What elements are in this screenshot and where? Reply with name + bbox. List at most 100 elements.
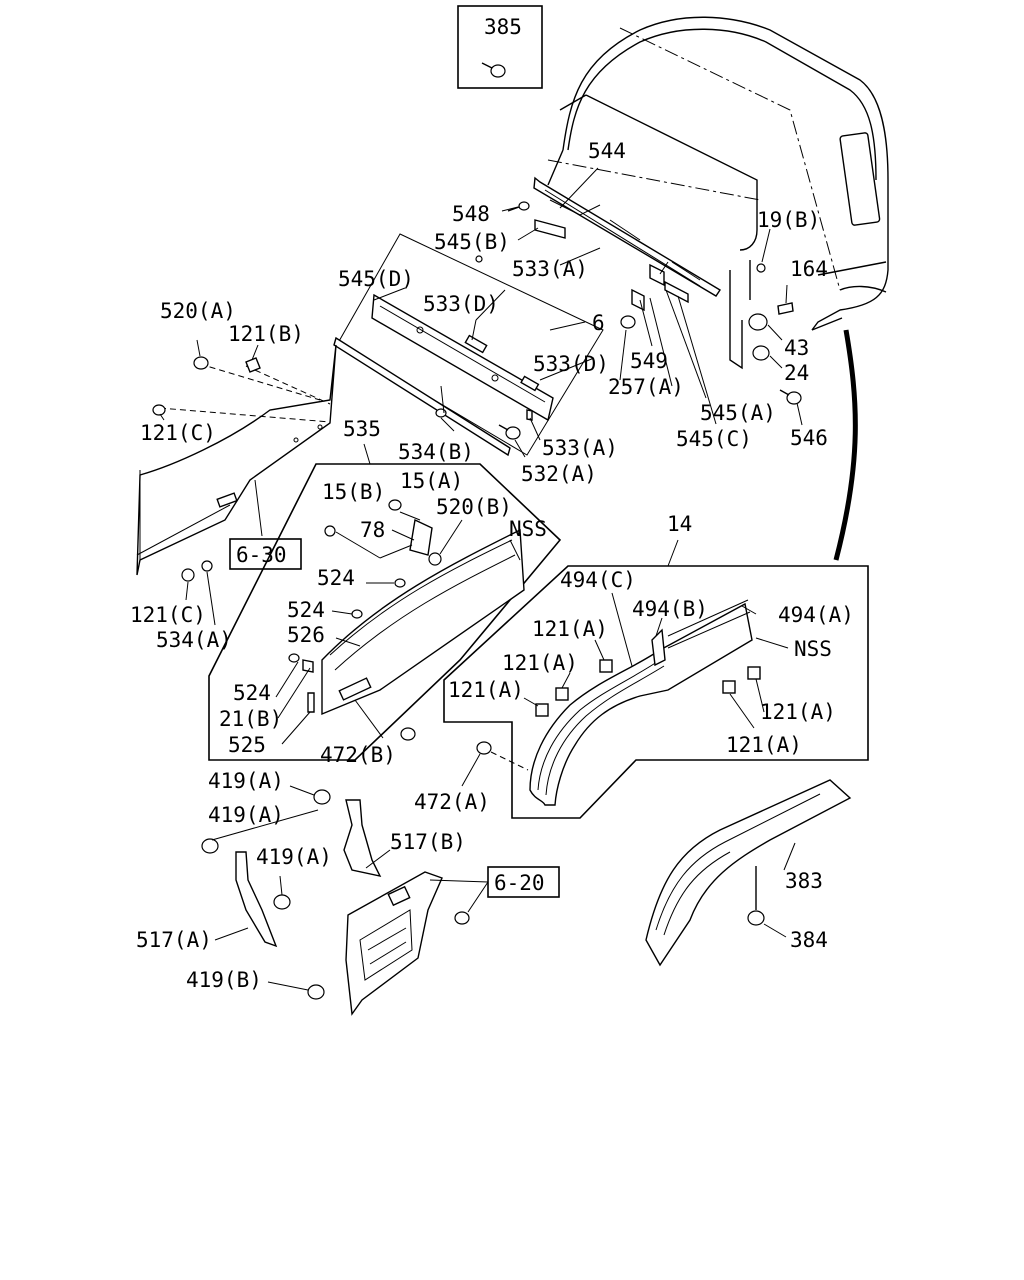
label-15a: 15(A) [400,469,463,493]
label-419a-3: 419(A) [256,845,332,869]
group-box-14 [443,565,869,819]
label-533d-1: 533(D) [423,292,499,316]
label-494b: 494(B) [632,597,708,621]
label-534a: 534(A) [156,628,232,652]
label-6-30: 6-30 [236,543,287,567]
screw-472a [476,741,529,771]
label-520b: 520(B) [436,495,512,519]
leader-535 [363,443,371,465]
leader-384 [763,923,787,938]
leader-lines-top [373,167,803,458]
lower-strip-534b [333,336,511,457]
screw-548 [507,201,530,212]
label-533a-bot: 533(A) [542,436,618,460]
label-121a-2: 121(A) [502,651,578,675]
pin-19b [756,263,766,273]
label-121a-5: 121(A) [726,733,802,757]
label-121c-bottom: 121(C) [130,603,206,627]
label-545b: 545(B) [434,230,510,254]
label-nss-2: NSS [794,637,832,661]
label-257a: 257(A) [608,375,684,399]
bracket-78 [409,518,433,556]
label-532a: 532(A) [521,462,597,486]
pillar-brackets [620,261,701,329]
leaders-14 [461,592,789,787]
leaders-step [211,785,489,991]
label-78: 78 [360,518,385,542]
label-19b: 19(B) [757,208,820,232]
leader-6-30 [254,479,263,537]
label-525: 525 [228,733,266,757]
label-517a: 517(A) [136,928,212,952]
label-545c: 545(C) [676,427,752,451]
label-524-3: 524 [233,681,271,705]
label-121a-1: 121(A) [532,617,608,641]
label-526: 526 [287,623,325,647]
dashed-guide-3 [245,365,331,405]
label-121a-3: 121(A) [448,678,524,702]
label-121b: 121(B) [228,322,304,346]
label-517b: 517(B) [390,830,466,854]
screws-15 [288,499,442,741]
grommet-24 [752,345,770,361]
mudguard-383 [645,779,852,967]
leader-520a [196,339,201,357]
clip-121c-top [152,404,166,416]
cab-body-outline [547,16,889,370]
ref-box-6-30 [229,538,302,570]
label-520a: 520(A) [160,299,236,323]
label-383: 383 [785,869,823,893]
label-533d-2: 533(D) [533,352,609,376]
grommet-43 [748,313,768,331]
label-524-2: 524 [287,598,325,622]
label-385: 385 [484,15,522,39]
label-534b: 534(B) [398,440,474,464]
screw-532a [498,424,521,440]
label-14: 14 [667,512,692,536]
left-side-panel [136,344,337,576]
screw-icon-385 [481,62,506,78]
label-6-20: 6-20 [494,871,545,895]
windshield-trim-544 [533,176,721,297]
label-472b: 472(B) [320,743,396,767]
bracket-545b [534,219,566,239]
bracket-517b [343,799,382,877]
label-494a: 494(A) [778,603,854,627]
label-548: 548 [452,202,490,226]
label-419a-2: 419(A) [208,803,284,827]
label-533a-top: 533(A) [512,257,588,281]
clip-384 [747,866,765,926]
label-121c-top: 121(C) [140,421,216,445]
label-6: 6 [592,311,605,335]
clip-121b [245,357,261,373]
label-384: 384 [790,928,828,952]
leader-121c [159,413,165,421]
group-box-6 [337,233,604,456]
label-494c: 494(C) [560,568,636,592]
step-assembly [345,871,443,1016]
label-524-1: 524 [317,566,355,590]
clip-121c-bottom [181,560,213,582]
label-21b: 21(B) [219,707,282,731]
leader-534a [206,571,216,626]
pad-164 [777,302,794,315]
leader-14 [667,539,679,567]
leader-121c-bot [185,581,189,601]
label-545d: 545(D) [338,267,414,291]
label-472a: 472(A) [414,790,490,814]
label-nss-1: NSS [509,517,547,541]
label-419b: 419(B) [186,968,262,992]
label-419a-1: 419(A) [208,769,284,793]
leaders-535 [275,511,521,745]
label-15b: 15(B) [322,480,385,504]
dashed-guide-2 [199,363,321,401]
leader-383 [783,842,796,871]
arch-liner-494 [529,599,753,806]
label-546: 546 [790,426,828,450]
leader-121b [251,344,259,361]
label-121a-4: 121(A) [760,700,836,724]
clip-533a [475,255,483,263]
bracket-517a [235,851,278,948]
clip-546 [779,389,802,405]
front-panel-545d [371,293,554,422]
